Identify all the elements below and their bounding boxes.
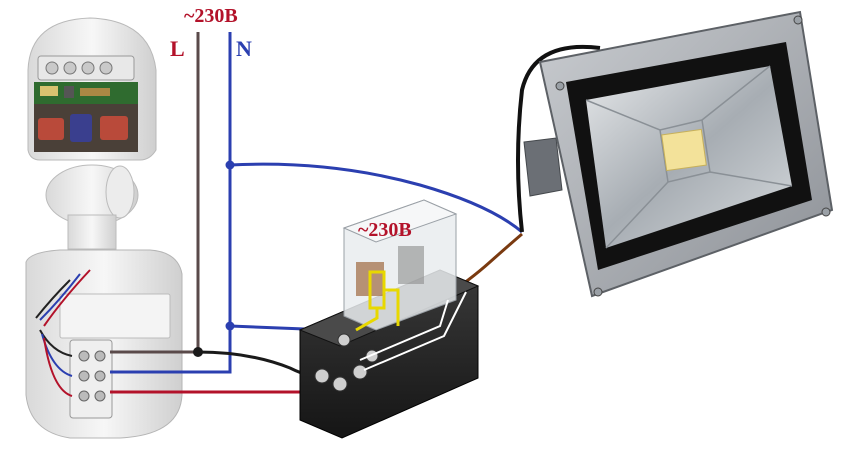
neutral-to-lamp-wire xyxy=(229,162,523,234)
led-floodlight-icon xyxy=(523,10,834,298)
neutral-wire xyxy=(110,32,232,374)
relay-icon xyxy=(298,199,480,439)
line-label: L xyxy=(170,36,185,61)
pir-sensor-icon xyxy=(25,17,183,439)
neutral-label: N xyxy=(236,36,252,61)
supply-voltage-label: ~230В xyxy=(184,5,238,27)
relay-voltage-label: ~230В xyxy=(358,219,412,241)
lamp-cable xyxy=(516,45,601,233)
